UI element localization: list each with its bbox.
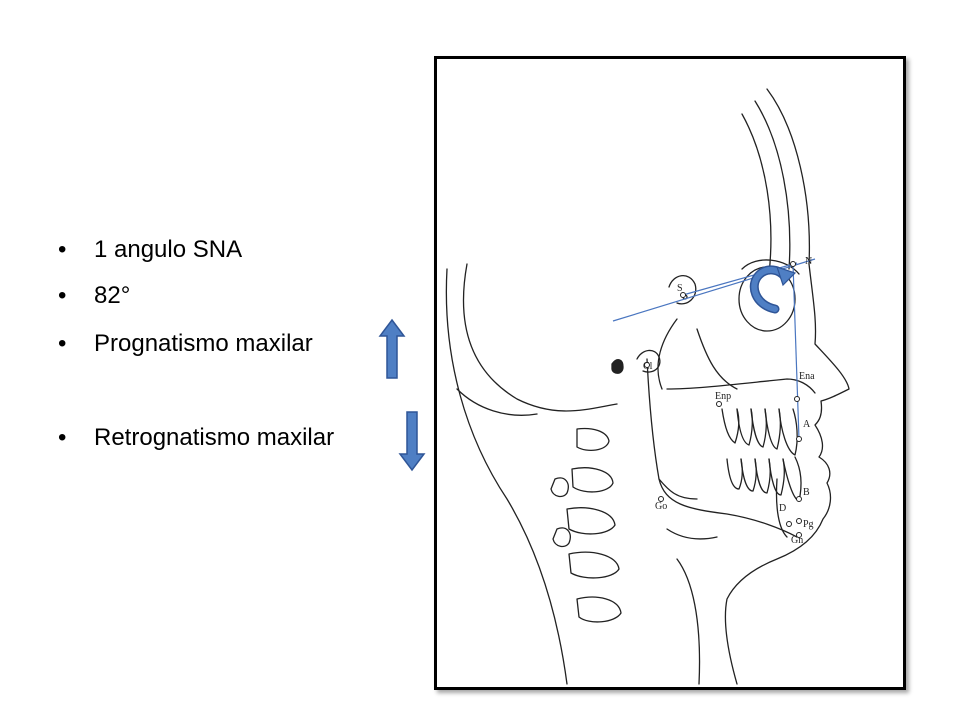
arrow-down-icon xyxy=(398,411,426,472)
sella-turcica xyxy=(668,275,697,305)
bullet-text-prognatismo: Prognatismo maxilar xyxy=(94,330,313,357)
bullet-text-angle: 82° xyxy=(94,282,131,309)
na-line xyxy=(792,263,800,440)
rotation-arrow-icon xyxy=(749,265,797,314)
skull-profile-diagram: S N Cl Ena Enp A B D Pg Gn Go xyxy=(445,88,850,685)
label-n: N xyxy=(805,256,812,267)
neck-outline xyxy=(462,263,618,412)
cervical-vertebrae xyxy=(550,427,622,623)
cephalometric-figure: S N Cl Ena Enp A B D Pg Gn Go xyxy=(434,56,906,690)
label-s: S xyxy=(677,283,683,294)
reference-lines xyxy=(612,258,816,440)
label-d: D xyxy=(779,503,786,514)
label-ena: Ena xyxy=(799,371,815,382)
label-a: A xyxy=(803,419,811,430)
label-enp: Enp xyxy=(715,391,731,402)
lower-teeth xyxy=(726,456,802,502)
condyle xyxy=(636,349,661,373)
label-cl: Cl xyxy=(643,361,653,372)
label-pg: Pg xyxy=(803,519,814,530)
label-go: Go xyxy=(655,501,667,512)
face-profile xyxy=(724,263,850,685)
cranium-outline xyxy=(766,88,811,265)
sn-line xyxy=(612,258,816,322)
bullet-item: Prognatismo maxilar xyxy=(58,330,313,358)
arrow-up-icon xyxy=(378,318,406,379)
bullet-text-retrognatismo: Retrognatismo maxilar xyxy=(94,424,335,451)
label-gn: Gn xyxy=(791,535,803,546)
bullet-text-sna: 1 angulo SNA xyxy=(94,236,243,263)
bullet-item: Retrognatismo maxilar xyxy=(58,424,334,452)
label-b: B xyxy=(803,487,810,498)
bullet-item: 1 angulo SNA xyxy=(58,236,242,264)
bullet-item: 82° xyxy=(58,282,130,310)
mandible xyxy=(646,358,798,538)
upper-teeth xyxy=(721,408,798,456)
